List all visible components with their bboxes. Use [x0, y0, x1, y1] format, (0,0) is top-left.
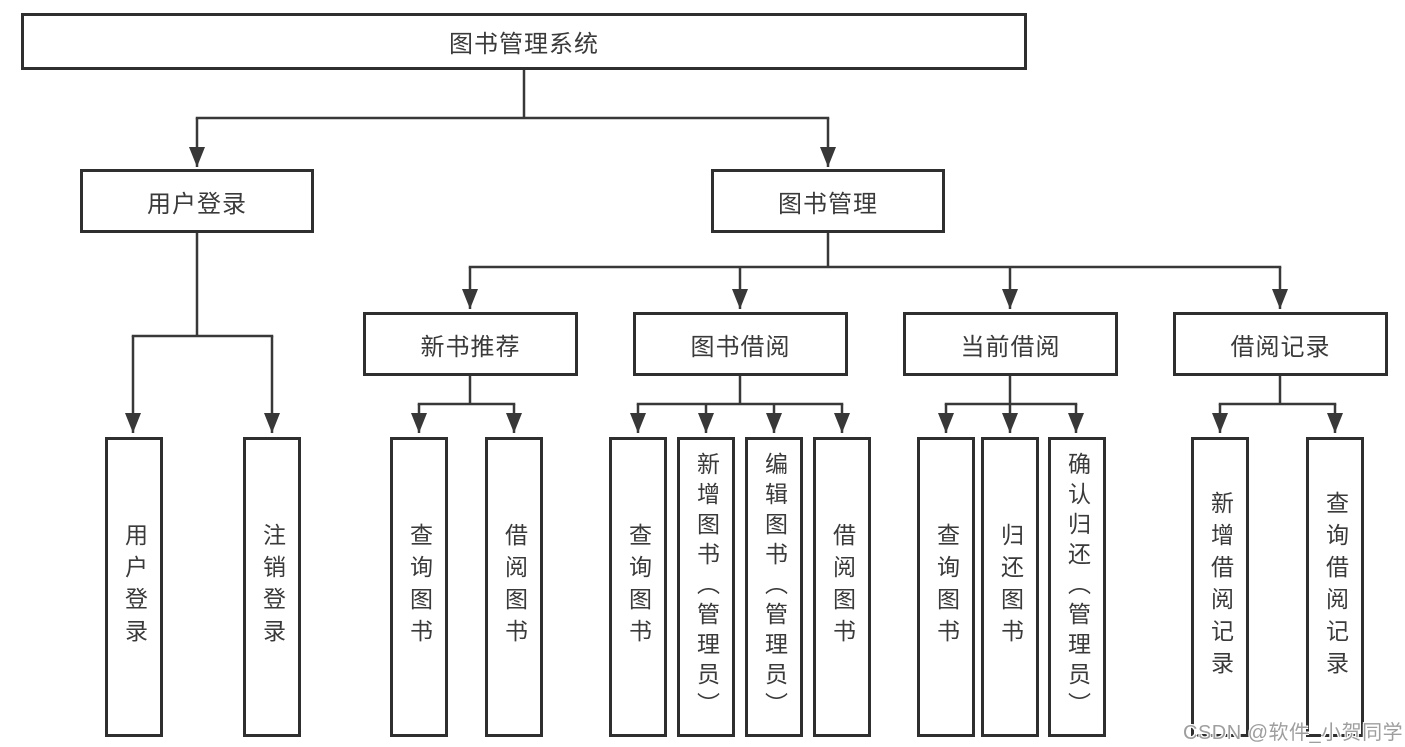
node-br-query-record: 查询借阅记录	[1306, 437, 1364, 737]
node-cb-query-books: 查询图书	[917, 437, 975, 737]
node-cb-confirm-return-admin: 确认归还（管理员）	[1048, 437, 1106, 737]
node-bb-borrow-books: 借阅图书	[813, 437, 871, 737]
node-bb-edit-books-admin: 编辑图书（管理员）	[745, 437, 803, 737]
connector-new-book-recommend-children	[411, 376, 522, 433]
node-logout-action: 注销登录	[243, 437, 301, 737]
node-br-add-record: 新增借阅记录	[1191, 437, 1249, 737]
node-bb-add-books-admin: 新增图书（管理员）	[677, 437, 735, 737]
node-user-login-action: 用户登录	[105, 437, 163, 737]
node-book-management: 图书管理	[711, 169, 945, 233]
connector-book-management-children	[462, 233, 1288, 309]
node-borrow-records: 借阅记录	[1173, 312, 1388, 376]
node-nbr-query-books: 查询图书	[390, 437, 448, 737]
csdn-watermark: CSDN @软件_小贺同学	[1183, 722, 1404, 744]
connector-current-borrow-children	[938, 376, 1084, 433]
node-nbr-borrow-books: 借阅图书	[485, 437, 543, 737]
connector-borrow-records-children	[1212, 376, 1343, 433]
node-book-borrow: 图书借阅	[633, 312, 848, 376]
node-root-library-system: 图书管理系统	[21, 13, 1027, 70]
node-current-borrow: 当前借阅	[903, 312, 1118, 376]
connector-user-login-children	[125, 233, 280, 433]
node-new-book-recommend: 新书推荐	[363, 312, 578, 376]
connector-root-to-level1	[189, 70, 836, 167]
connector-book-borrow-children	[630, 376, 850, 433]
node-user-login: 用户登录	[80, 169, 314, 233]
node-bb-query-books: 查询图书	[609, 437, 667, 737]
node-cb-return-books: 归还图书	[981, 437, 1039, 737]
